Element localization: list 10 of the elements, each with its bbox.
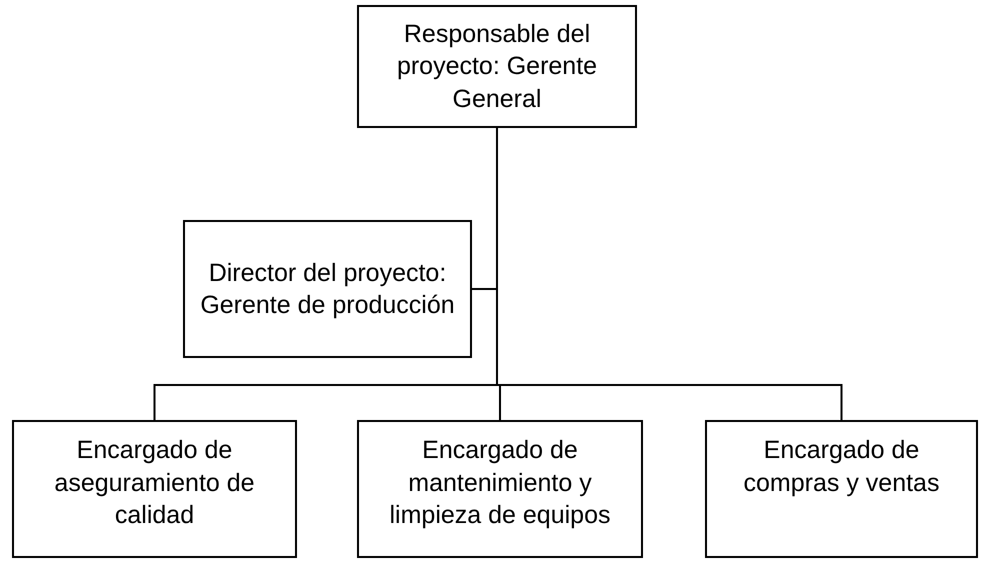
role-text: Encargado de mantenimiento y limpieza de equipos: [388, 435, 612, 531]
role-text: Director del proyecto: Gerente de producción: [199, 258, 456, 321]
org-box: [183, 220, 472, 358]
role-text: Encargado de aseguramiento de calidad: [53, 435, 256, 531]
org-box: [705, 420, 978, 558]
org-box: [12, 420, 297, 558]
role-text: Encargado de compras y ventas: [742, 435, 940, 498]
org-box: [357, 420, 643, 558]
role-text: Responsable del proyecto: Gerente General: [396, 18, 598, 115]
org-box: [357, 5, 637, 128]
